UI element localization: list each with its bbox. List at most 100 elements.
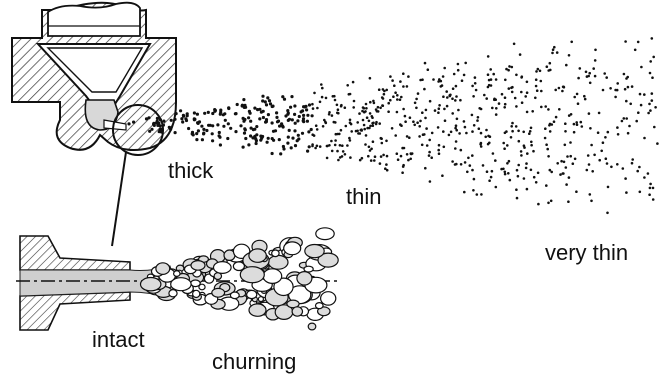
spray-droplet: [504, 132, 507, 135]
spray-droplet: [282, 145, 285, 148]
spray-droplet: [616, 82, 619, 85]
spray-droplet: [322, 125, 325, 128]
spray-droplet: [480, 145, 483, 148]
spray-droplet: [471, 85, 474, 88]
spray-droplet: [556, 162, 559, 165]
spray-droplet: [583, 95, 586, 98]
spray-droplet: [556, 51, 559, 54]
spray-droplet: [262, 110, 265, 113]
spray-droplet: [552, 48, 555, 51]
spray-droplet: [485, 129, 488, 132]
spray-droplet: [346, 144, 349, 147]
churn-droplet: [240, 267, 264, 283]
spray-droplet: [407, 159, 410, 162]
spray-droplet: [399, 98, 402, 101]
spray-droplet: [373, 102, 376, 105]
spray-droplet: [628, 125, 631, 128]
spray-droplet: [598, 159, 601, 162]
spray-droplet: [313, 92, 316, 95]
spray-droplet: [382, 88, 385, 91]
spray-droplet: [428, 154, 431, 157]
spray-droplet: [627, 132, 630, 135]
spray-droplet: [494, 159, 497, 162]
spray-droplet: [647, 112, 650, 115]
spray-droplet: [507, 69, 510, 72]
spray-droplet: [182, 114, 185, 117]
spray-droplet: [271, 121, 274, 124]
spray-droplet: [591, 170, 594, 173]
spray-droplet: [307, 130, 310, 133]
spray-droplet: [340, 129, 343, 132]
spray-droplet: [473, 124, 476, 127]
spray-droplet: [581, 125, 584, 128]
spray-droplet: [330, 140, 333, 143]
churn-droplet: [191, 261, 205, 271]
spray-droplet: [467, 157, 470, 160]
spray-droplet: [529, 130, 532, 133]
spray-droplet: [482, 164, 485, 167]
spray-droplet: [430, 156, 433, 159]
spray-droplet: [520, 154, 523, 157]
spray-droplet: [553, 46, 556, 49]
spray-droplet: [471, 169, 474, 172]
spray-droplet: [597, 131, 600, 134]
spray-droplet: [606, 162, 609, 165]
spray-droplet: [227, 107, 230, 110]
spray-droplet: [336, 133, 339, 136]
spray-droplet: [261, 135, 264, 138]
spray-droplet: [449, 95, 452, 98]
spray-droplet: [286, 142, 289, 145]
spray-droplet: [463, 74, 466, 77]
spray-droplet: [145, 117, 148, 120]
spray-droplet: [393, 84, 396, 87]
spray-droplet: [312, 107, 315, 110]
spray-droplet: [205, 129, 208, 132]
spray-droplet: [368, 120, 371, 123]
spray-droplet: [455, 163, 458, 166]
spray-droplet: [331, 114, 334, 117]
churn-droplet: [247, 290, 257, 298]
spray-droplet: [244, 137, 247, 140]
spray-droplet: [545, 143, 548, 146]
spray-droplet: [461, 79, 464, 82]
spray-droplet: [652, 198, 655, 201]
spray-droplet: [370, 159, 373, 162]
spray-droplet: [396, 111, 399, 114]
spray-droplet: [336, 104, 339, 107]
spray-droplet: [344, 153, 347, 156]
spray-droplet: [382, 104, 385, 107]
spray-droplet: [577, 77, 580, 80]
churn-droplet: [141, 278, 161, 291]
spray-droplet: [337, 159, 340, 162]
spray-droplet: [563, 161, 566, 164]
churn-droplet: [174, 271, 180, 277]
spray-droplet: [384, 167, 387, 170]
spray-droplet: [288, 129, 291, 132]
spray-droplet: [614, 96, 617, 99]
spray-droplet: [333, 121, 336, 124]
spray-droplet: [523, 177, 526, 180]
spray-droplet: [421, 144, 424, 147]
spray-droplet: [364, 143, 367, 146]
spray-droplet: [605, 157, 608, 160]
spray-droplet: [428, 139, 431, 142]
spray-droplet: [379, 107, 382, 110]
spray-droplet: [346, 84, 349, 87]
spray-droplet: [575, 190, 578, 193]
spray-droplet: [590, 200, 593, 203]
spray-droplet: [356, 121, 359, 124]
spray-droplet: [438, 144, 441, 147]
spray-droplet: [173, 118, 176, 121]
spray-droplet: [610, 166, 613, 169]
churn-droplet: [212, 288, 225, 297]
spray-droplet: [174, 131, 177, 134]
spray-droplet: [521, 101, 524, 104]
spray-droplet: [457, 69, 460, 72]
spray-droplet: [321, 96, 324, 99]
spray-droplet: [483, 94, 486, 97]
spray-droplet: [535, 181, 538, 184]
spray-droplet: [587, 154, 590, 157]
spray-droplet: [526, 111, 529, 114]
spray-droplet: [412, 120, 415, 123]
spray-droplet: [437, 80, 440, 83]
